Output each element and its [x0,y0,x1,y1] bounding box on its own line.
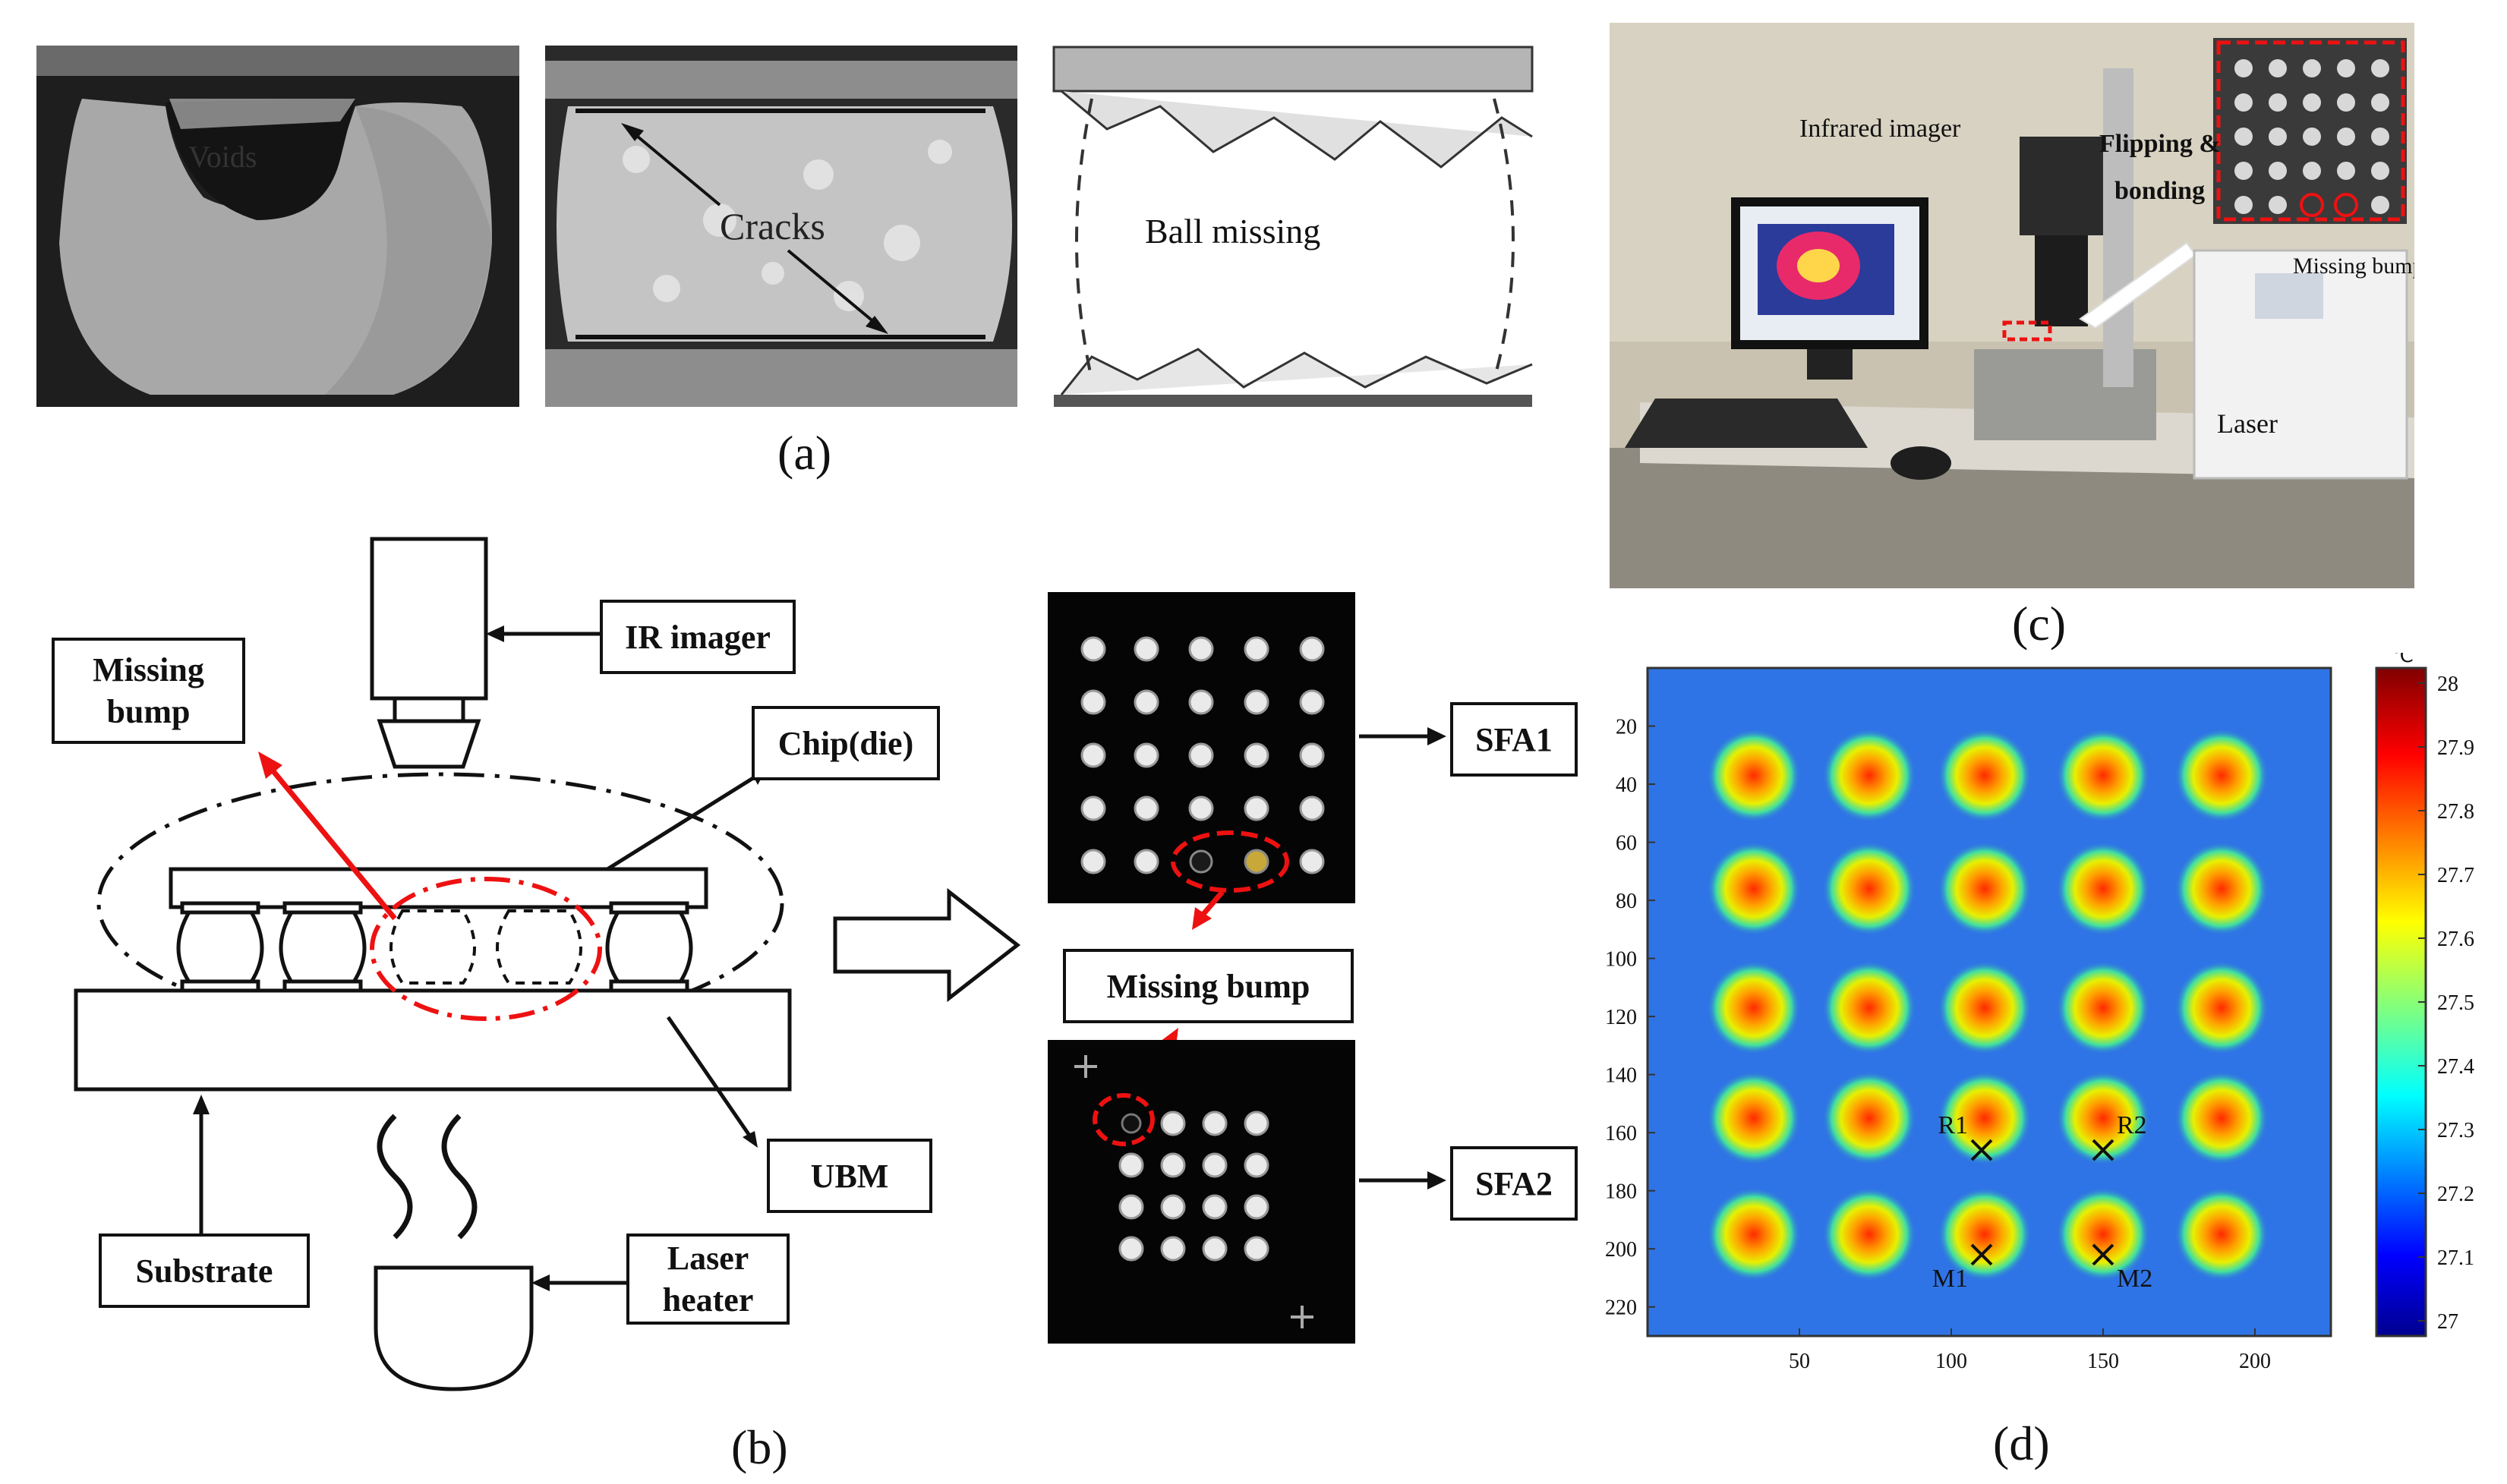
hot-spot [1938,960,2032,1055]
hot-spot [1707,1071,1801,1166]
infrared-imager-label: Infrared imager [1799,115,1961,143]
caption-a: (a) [777,426,832,480]
hot-spot [1707,960,1801,1055]
panel-a: Voids Cracks Ball missing (a) [36,46,1540,480]
marker-cross [2092,1139,2114,1161]
sfa2-label: SFA2 [1450,1146,1578,1221]
colorbar-tick-label: 27.8 [2437,800,2474,824]
x-axis-ticks: 50 100 150 200 [1789,1328,2271,1373]
voids-label: Voids [188,140,257,174]
y-axis-ticks: 20 40 60 80 100 120 140 160 180 200 220 [1605,716,1655,1320]
panel-b: IR imager Missing bump Chip(die) UBM Sub… [0,524,1594,1480]
substrate-label: Substrate [99,1234,310,1308]
hot-spot [1707,841,1801,936]
colorbar-unit: ℃ [2392,653,2414,666]
hot-spots [1707,728,2269,1282]
hot-spot [2174,1187,2269,1282]
y-tick-label: 40 [1616,774,1637,797]
y-tick-label: 200 [1605,1238,1637,1262]
colorbar-tick-label: 28 [2437,673,2458,696]
hot-spot [2056,841,2150,936]
thermal-heatmap: 20 40 60 80 100 120 140 160 180 200 220 50 100 150 20… [1605,653,2474,1373]
hot-spot [2056,960,2150,1055]
hot-spot [1822,960,1916,1055]
y-tick-label: 220 [1605,1297,1637,1320]
missing-bump-label-2: Missing bump [1063,949,1354,1023]
marker-cross [1970,1139,1993,1161]
hot-spot [1938,841,2032,936]
ball-missing-label: Ball missing [1145,212,1320,250]
colorbar-tick-label: 27.1 [2437,1246,2474,1270]
y-tick-label: 80 [1616,890,1637,913]
bonding-label: bonding [2114,177,2205,205]
hot-spot [2056,1071,2150,1166]
bonding-schematic [74,537,1446,1391]
hot-spot [1938,1187,2032,1282]
marker-label: M2 [2117,1265,2152,1293]
panel-c: Infrared imager Flipping & bonding Missi… [1610,23,2468,653]
colorbar-tick-label: 27 [2437,1310,2458,1334]
y-tick-label: 20 [1616,716,1637,739]
panel-d: 20 40 60 80 100 120 140 160 180 200 220 50 100 150 20… [1579,653,2507,1484]
voids-micrograph: Voids [36,46,519,407]
hot-spot [1938,1071,2032,1166]
sfa1-label: SFA1 [1450,702,1578,777]
colorbar-tick-label: 27.9 [2437,736,2474,760]
colorbar-ticks: 28 27.9 27.8 27.7 27.6 27.5 27.4 27.3 27.2 27.1 27 [2418,673,2474,1334]
y-tick-label: 160 [1605,1122,1637,1145]
cracks-label: Cracks [720,205,825,247]
hot-spot [2174,1071,2269,1166]
colorbar-tick-label: 27.7 [2437,864,2474,887]
caption-b: (b) [731,1420,788,1474]
hot-spot [2174,728,2269,823]
caption-c: (c) [2012,597,2067,651]
y-tick-label: 60 [1616,832,1637,855]
missing-bump-label: Missing bump [52,638,245,744]
caption-d: (d) [1993,1416,2050,1470]
hot-spot [1822,1187,1916,1282]
x-tick-label: 50 [1789,1350,1810,1373]
x-tick-label: 200 [2239,1350,2271,1373]
x-tick-label: 150 [2087,1350,2119,1373]
hot-spot [2056,1187,2150,1282]
marker-label: R2 [2117,1111,2147,1139]
colorbar-tick-label: 27.6 [2437,928,2474,951]
hot-spot [1822,841,1916,936]
ir-imager-label: IR imager [600,600,796,674]
y-tick-label: 120 [1605,1006,1637,1029]
y-tick-label: 140 [1605,1064,1637,1088]
chip-label: Chip(die) [752,706,940,780]
marker-label: M1 [1932,1265,1968,1293]
marker-cross [1970,1243,1993,1266]
marker-cross [2092,1243,2114,1266]
x-tick-label: 100 [1935,1350,1967,1373]
laser-label: Laser [2217,408,2278,439]
ubm-label: UBM [767,1139,932,1213]
hot-spot [1822,1071,1916,1166]
hot-spot [2174,960,2269,1055]
colorbar-tick-label: 27.2 [2437,1183,2474,1206]
colorbar-tick-label: 27.3 [2437,1119,2474,1142]
hot-spot [1707,728,1801,823]
y-tick-label: 100 [1605,948,1637,972]
hot-spot [2056,728,2150,823]
cracks-micrograph: Cracks [545,46,1017,407]
marker-label: R1 [1938,1111,1968,1139]
hot-spot [2174,841,2269,936]
missing-bump-inset-label: Missing bump [2293,254,2414,279]
hot-spot [1938,728,2032,823]
colorbar-tick-label: 27.5 [2437,991,2474,1015]
colorbar-tick-label: 27.4 [2437,1055,2474,1079]
ball-missing-diagram: Ball missing [1046,46,1540,407]
experimental-setup-photo: Infrared imager Flipping & bonding Missi… [1610,23,2414,588]
hot-spot [1822,728,1916,823]
hot-spot [1707,1187,1801,1282]
y-tick-label: 180 [1605,1180,1637,1204]
laser-heater-label: Laser heater [626,1234,790,1325]
flipping-label: Flipping & [2099,130,2221,158]
